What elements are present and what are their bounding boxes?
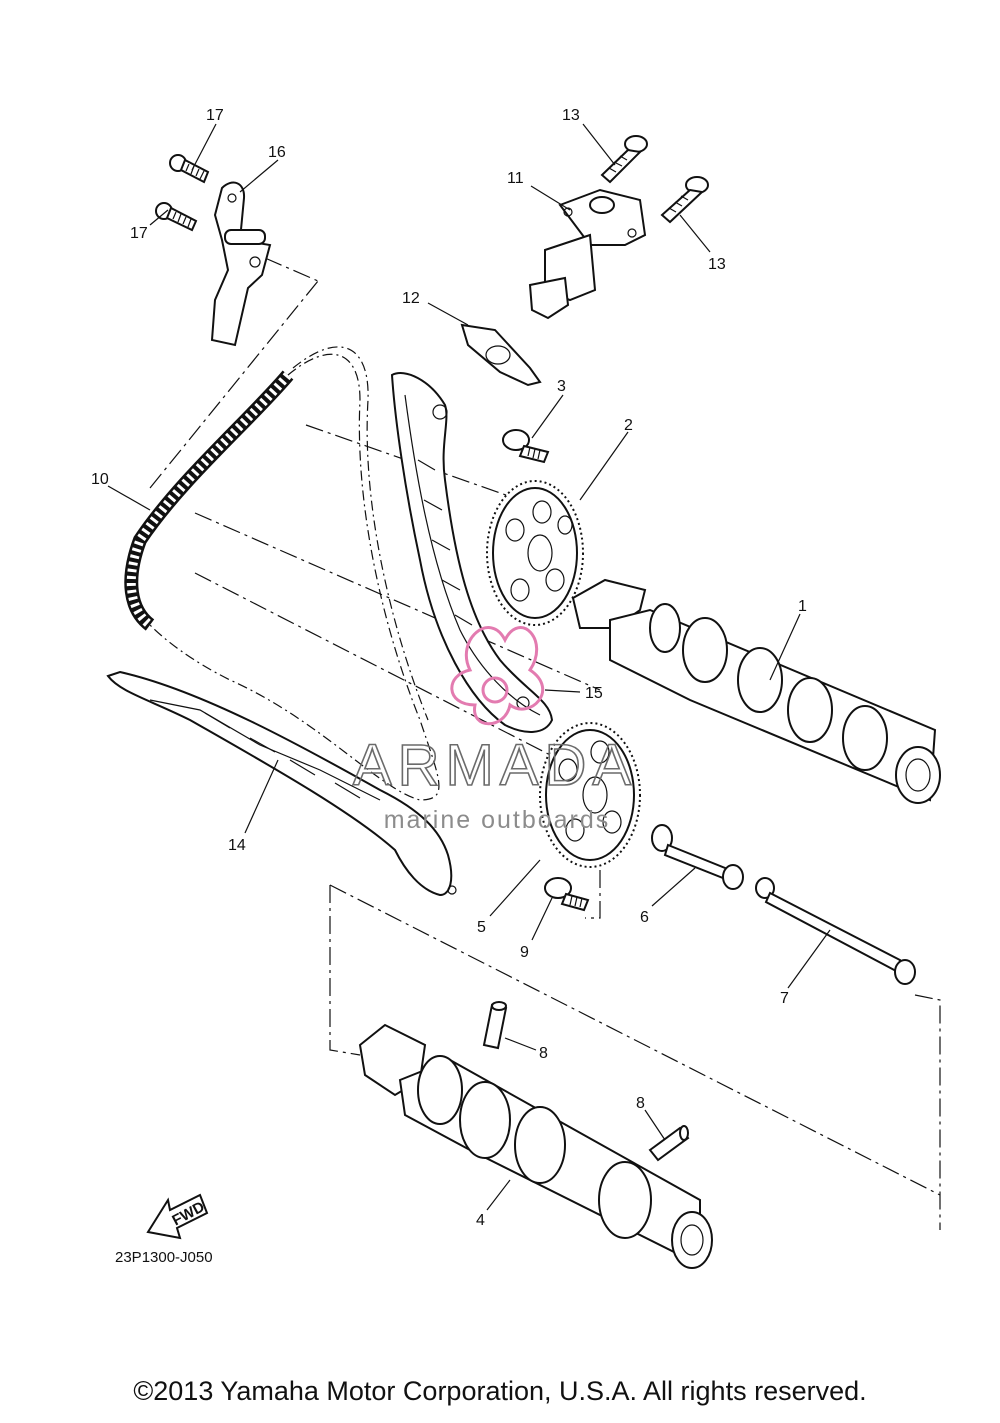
shaft-7 xyxy=(755,877,916,985)
callout-4: 4 xyxy=(476,1212,485,1229)
tensioner-bolt-13-lower xyxy=(660,176,709,224)
callout-5: 5 xyxy=(477,919,486,936)
bolt-17-lower xyxy=(155,202,198,232)
callout-8-upper: 8 xyxy=(539,1045,548,1062)
cam-chain xyxy=(124,346,440,801)
callout-7: 7 xyxy=(780,990,789,1007)
sprocket-bolt-3 xyxy=(502,429,550,464)
leader-lines xyxy=(107,123,831,1211)
copyright-notice: ©2013 Yamaha Motor Corporation, U.S.A. A… xyxy=(133,1376,867,1406)
watermark-logo-icon xyxy=(450,626,545,726)
callout-1: 1 xyxy=(798,598,807,615)
callout-11: 11 xyxy=(507,170,524,187)
dowel-pin-8-upper xyxy=(482,1001,508,1050)
callout-13-lower: 13 xyxy=(708,256,726,273)
watermark-brand: ARMADA xyxy=(353,733,637,798)
callout-9: 9 xyxy=(520,944,529,961)
tensioner-gasket xyxy=(460,323,542,387)
callout-labels: 17 16 17 13 11 13 12 3 2 1 10 15 14 5 9 … xyxy=(91,107,807,1229)
chain-guide xyxy=(106,670,457,897)
tensioner-bolt-13-upper xyxy=(600,135,648,184)
intake-camshaft xyxy=(358,1023,713,1269)
dowel-pin-8-lower xyxy=(648,1125,690,1162)
chain-guide-bracket xyxy=(210,181,272,347)
intake-cam-sprocket xyxy=(539,722,641,868)
callout-3: 3 xyxy=(557,378,566,395)
callout-6: 6 xyxy=(640,909,649,926)
forward-direction-arrow-icon: FWD xyxy=(146,1193,209,1240)
callout-2: 2 xyxy=(624,417,633,434)
bolt-17-upper xyxy=(169,154,210,184)
callout-16: 16 xyxy=(268,144,286,161)
watermark-tagline: marine outboards xyxy=(384,806,611,834)
callout-17-upper: 17 xyxy=(206,107,224,124)
watermark: ARMADA marine outboards xyxy=(352,626,637,834)
callout-10: 10 xyxy=(91,471,109,488)
callout-13-upper: 13 xyxy=(562,107,580,124)
diagram-code: 23P1300-J050 xyxy=(115,1249,213,1266)
exhaust-cam-sprocket xyxy=(486,480,584,626)
callout-12: 12 xyxy=(402,290,420,307)
callout-15: 15 xyxy=(585,685,603,702)
exhaust-camshaft xyxy=(571,578,941,804)
chain-tensioner xyxy=(528,188,647,320)
callout-8-lower: 8 xyxy=(636,1095,645,1112)
sprocket-bolt-9 xyxy=(544,877,590,912)
callout-17-lower: 17 xyxy=(130,225,148,242)
decompressor-shaft-6 xyxy=(651,824,744,890)
callout-14: 14 xyxy=(228,837,246,854)
